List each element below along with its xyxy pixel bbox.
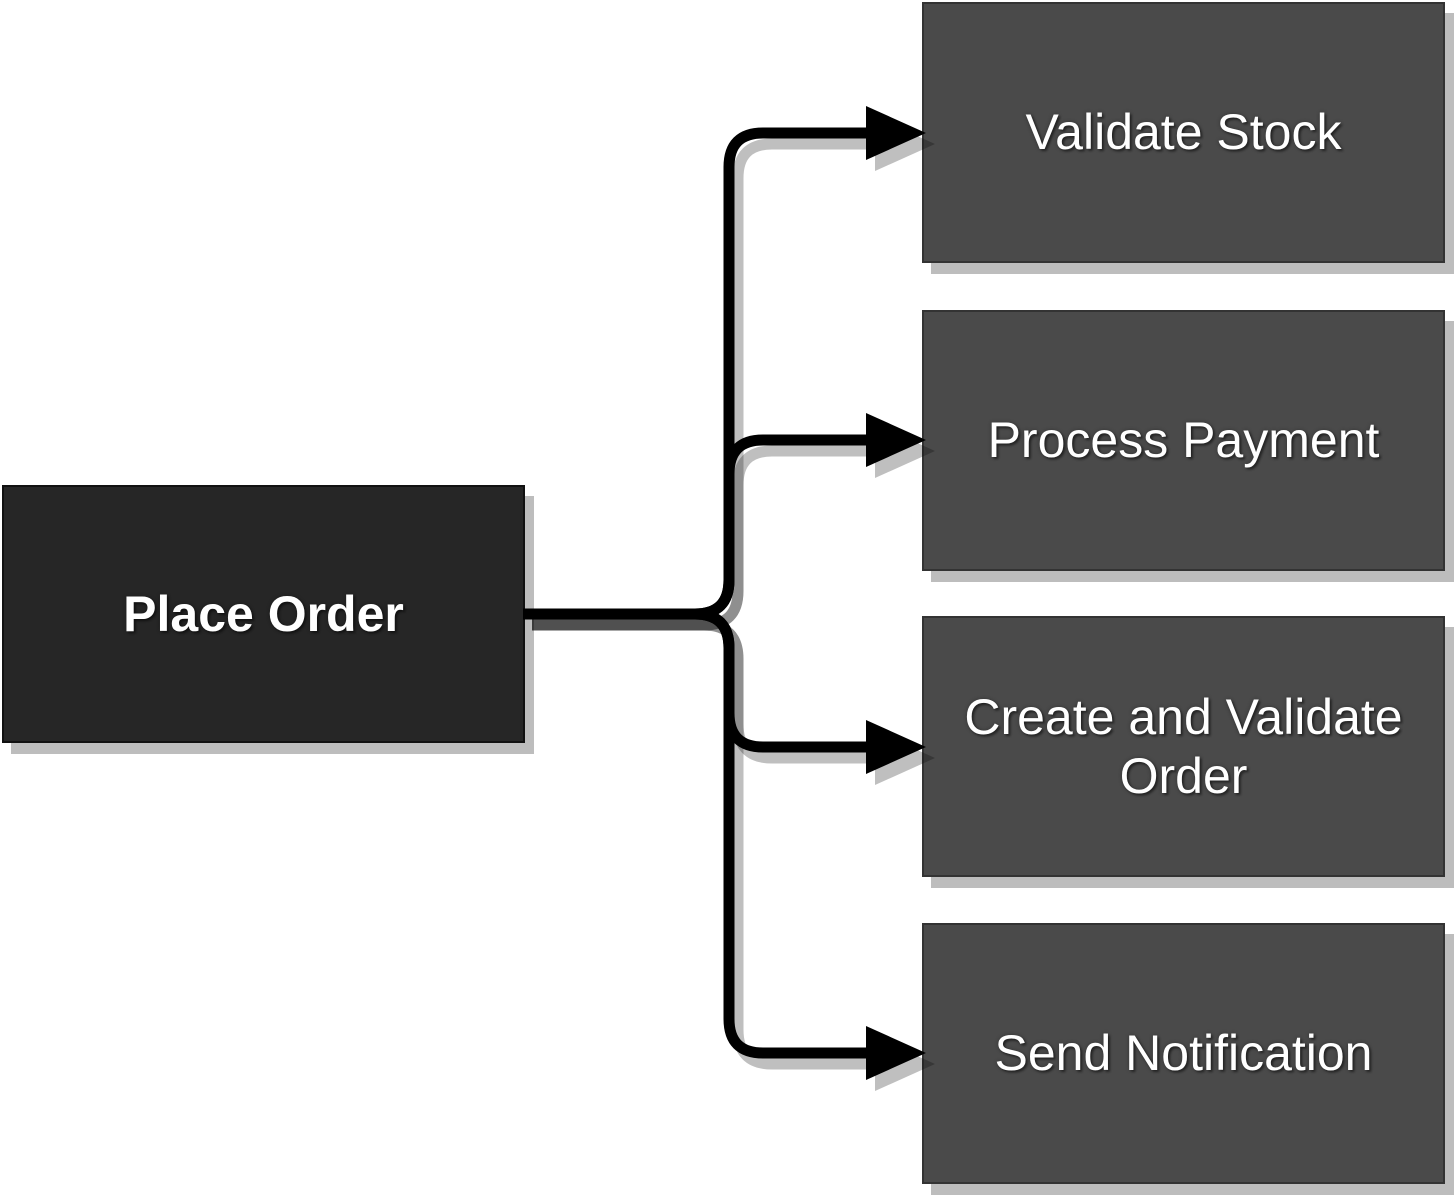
node-create-validate-order-label: Create and Validate Order: [964, 688, 1403, 804]
arrowhead-send-notification: [866, 1026, 926, 1080]
edge-place-order-to-send-notification: [523, 608, 872, 1059]
node-place-order-label: Place Order: [123, 585, 404, 642]
edge-shadows: [532, 117, 935, 1091]
node-create-validate-order: Create and Validate Order: [922, 616, 1445, 877]
edge-shadow-create-validate-order: [532, 619, 881, 764]
edges: [523, 106, 926, 1080]
edge-place-order-to-create-validate-order: [523, 608, 872, 753]
node-validate-stock: Validate Stock: [922, 2, 1445, 263]
node-process-payment-label: Process Payment: [987, 412, 1380, 468]
node-place-order: Place Order: [2, 485, 525, 743]
edge-place-order-to-process-payment: [523, 434, 872, 620]
edge-shadow-send-notification: [532, 619, 881, 1070]
node-validate-stock-label: Validate Stock: [1025, 104, 1342, 160]
arrowhead-process-payment: [866, 413, 926, 467]
edge-shadow-validate-stock: [532, 138, 881, 631]
node-send-notification: Send Notification: [922, 923, 1445, 1184]
arrowhead-validate-stock: [866, 106, 926, 160]
edge-place-order-to-validate-stock: [523, 127, 872, 620]
edge-shadow-process-payment: [532, 445, 881, 631]
node-send-notification-label: Send Notification: [994, 1025, 1373, 1081]
arrowhead-create-validate-order: [866, 720, 926, 774]
node-process-payment: Process Payment: [922, 310, 1445, 571]
